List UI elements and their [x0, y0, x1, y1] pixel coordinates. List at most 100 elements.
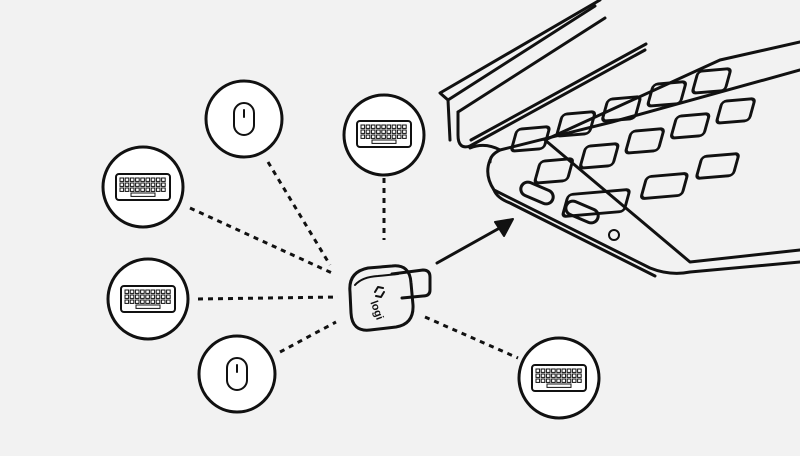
- keyboard-key: [561, 368, 567, 373]
- keyboard-key: [134, 299, 140, 304]
- keyboard-key: [135, 177, 140, 182]
- keyboard-key: [155, 177, 161, 182]
- keyboard-key: [540, 378, 546, 383]
- keyboard-key: [381, 124, 386, 129]
- keyboard-key: [161, 182, 166, 187]
- keyboard-key: [135, 187, 140, 192]
- keyboard-key: [566, 373, 572, 378]
- keyboard-key: [124, 299, 130, 304]
- device-circle-keyboard: [342, 93, 426, 177]
- keyboard-key: [150, 177, 156, 182]
- keyboard-key: [540, 368, 546, 373]
- keyboard-key: [535, 378, 541, 383]
- keyboard-key: [396, 129, 402, 134]
- keyboard-key: [561, 373, 567, 378]
- keyboard-key: [155, 187, 161, 192]
- keyboard-key: [571, 373, 577, 378]
- keyboard-key: [391, 134, 397, 139]
- arrow-icon: [435, 218, 514, 265]
- keyboard-key: [160, 289, 166, 294]
- headphone-jack: [608, 229, 620, 241]
- keyboard-key: [396, 134, 402, 139]
- connector-line: [189, 206, 333, 275]
- keyboard-key: [150, 187, 156, 192]
- keyboard-key: [365, 129, 371, 134]
- keyboard-key: [161, 177, 166, 182]
- keyboard-key: [370, 124, 376, 129]
- keyboard-key: [166, 289, 171, 294]
- keyboard-key: [119, 177, 125, 182]
- keyboard-key: [577, 368, 582, 373]
- keyboard-key: [129, 177, 135, 182]
- keyboard-key: [145, 182, 151, 187]
- keyboard-key: [535, 373, 541, 378]
- keyboard-key: [161, 187, 166, 192]
- keyboard-key: [396, 124, 402, 129]
- keyboard-key: [145, 289, 150, 294]
- mouse-icon: [226, 357, 248, 391]
- connector-line: [266, 161, 332, 266]
- keyboard-key: [577, 378, 582, 383]
- receiver-brand-text: logi: [367, 299, 385, 321]
- keyboard-key: [381, 129, 386, 134]
- keyboard-key: [150, 294, 156, 299]
- keyboard-icon: [120, 285, 176, 313]
- keyboard-key: [545, 378, 551, 383]
- usb-c-port: [564, 199, 600, 225]
- keyboard-key: [391, 124, 397, 129]
- keyboard-key: [540, 373, 546, 378]
- keyboard-key: [160, 299, 166, 304]
- keyboard-key: [545, 368, 551, 373]
- connector-line: [424, 315, 519, 360]
- device-circle-keyboard: [517, 336, 601, 420]
- keyboard-key: [129, 299, 135, 304]
- keyboard-key: [166, 299, 171, 304]
- keyboard-key: [571, 378, 577, 383]
- sync-icon: [374, 286, 385, 298]
- keyboard-key: [124, 289, 130, 294]
- keyboard-key: [386, 129, 392, 134]
- keyboard-key: [551, 373, 556, 378]
- keyboard-key: [145, 187, 151, 192]
- keyboard-key: [376, 134, 381, 139]
- keyboard-key: [145, 299, 150, 304]
- keyboard-spacebar: [130, 192, 156, 197]
- device-circle-mouse: [197, 334, 277, 414]
- keyboard-key: [370, 134, 376, 139]
- keyboard-key: [135, 182, 140, 187]
- keyboard-key: [360, 124, 366, 129]
- keyboard-key: [124, 294, 130, 299]
- keyboard-key: [370, 129, 376, 134]
- mouse-icon: [233, 102, 255, 136]
- keyboard-icon: [115, 173, 171, 201]
- keyboard-key: [391, 129, 397, 134]
- keyboard-key: [551, 378, 556, 383]
- device-circle-keyboard: [101, 145, 185, 229]
- connector-line: [279, 320, 337, 354]
- keyboard-key: [129, 182, 135, 187]
- keyboard-icon: [356, 120, 412, 148]
- keyboard-key: [124, 187, 130, 192]
- keyboard-key: [376, 129, 381, 134]
- device-circle-keyboard: [106, 257, 190, 341]
- keyboard-key: [365, 124, 371, 129]
- keyboard-icon: [531, 364, 587, 392]
- keyboard-spacebar: [371, 139, 397, 144]
- keyboard-key: [129, 289, 135, 294]
- keyboard-key: [402, 129, 407, 134]
- keyboard-key: [150, 299, 156, 304]
- keyboard-key: [551, 368, 556, 373]
- usb-receiver: logi: [348, 264, 432, 332]
- keyboard-key: [119, 187, 125, 192]
- keyboard-key: [140, 187, 145, 192]
- keyboard-key: [556, 378, 561, 383]
- keyboard-key: [134, 289, 140, 294]
- keyboard-key: [360, 129, 366, 134]
- keyboard-key: [365, 134, 371, 139]
- laptop-icon: [438, 0, 800, 278]
- keyboard-key: [140, 289, 145, 294]
- keyboard-key: [140, 182, 145, 187]
- keyboard-key: [124, 177, 130, 182]
- keyboard-key: [129, 294, 135, 299]
- keyboard-key: [556, 368, 561, 373]
